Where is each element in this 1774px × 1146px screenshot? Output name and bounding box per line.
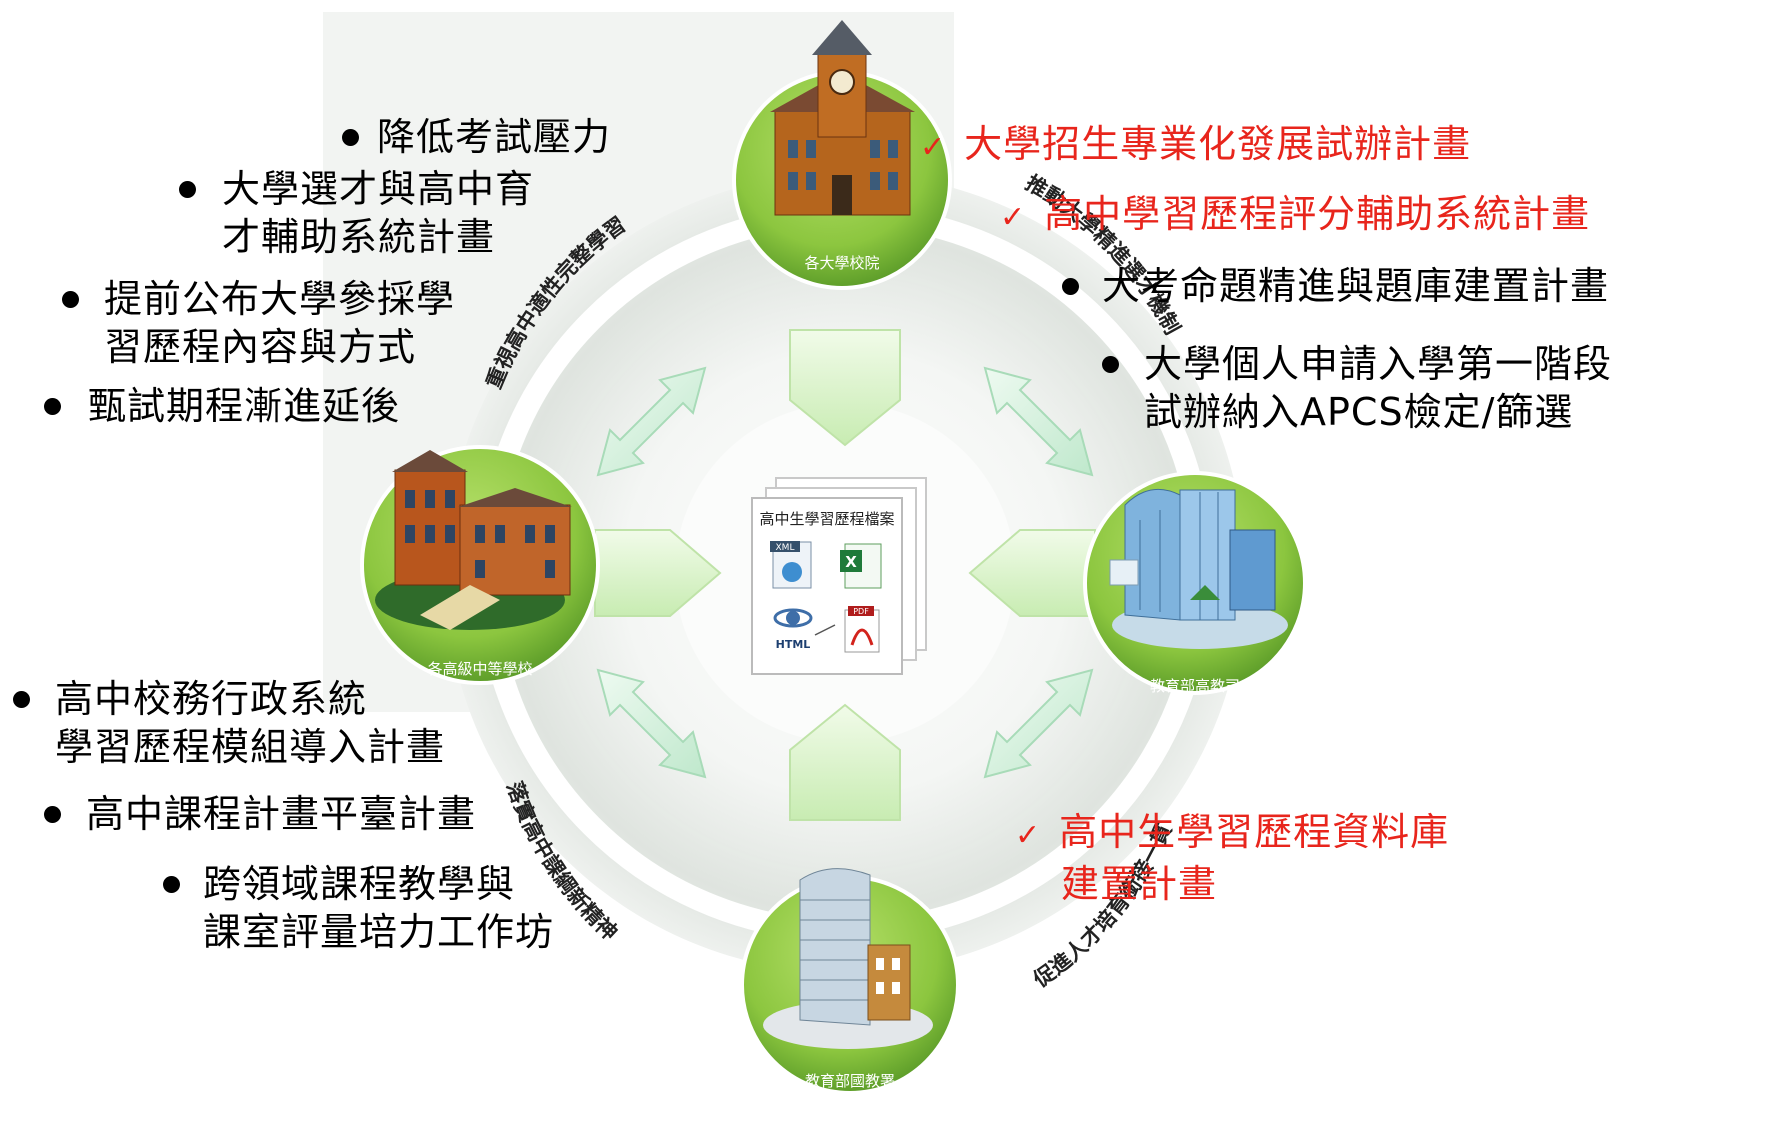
- html-icon: HTML: [773, 608, 813, 651]
- block-left: [594, 529, 722, 617]
- double-arrow-top-left: [596, 366, 707, 477]
- bullet-curriculum-platform: 高中課程計畫平臺計畫: [44, 790, 476, 838]
- node-high-schools: 各高級中等學校: [360, 445, 600, 685]
- svg-text:XML: XML: [776, 543, 795, 553]
- node-k12-administration: 教育部國教署: [740, 868, 960, 1095]
- excel-icon: X: [840, 543, 882, 589]
- check-admissions-pilot: ✓大學招生專業化發展試辦計畫: [920, 122, 1472, 166]
- bullet-dot: [1102, 356, 1119, 373]
- bullet-cross-domain-workshop: 跨領域課程教學與 課室評量培力工作坊: [163, 860, 554, 956]
- bullet-exam-question-bank: 大考命題精進與題庫建置計畫: [1062, 262, 1609, 310]
- pdf-icon: PDF: [844, 606, 880, 653]
- bullet-school-admin-system: 高中校務行政系統 學習歷程模組導入計畫: [13, 675, 445, 771]
- double-arrow-bottom-left: [596, 668, 707, 779]
- node-label-bottom: 教育部國教署: [805, 1072, 895, 1090]
- university-building-icon: [770, 20, 915, 216]
- node-label-top: 各大學校院: [804, 254, 879, 272]
- bullet-dot: [44, 398, 61, 415]
- bullet-dot: [44, 806, 61, 823]
- bullet-dot: [179, 181, 196, 198]
- bullet-apcs-pilot: 大學個人申請入學第一階段 試辦納入APCS檢定/篩選: [1102, 340, 1612, 436]
- check-portfolio-database: ✓高中生學習歷程資料庫 建置計畫: [1015, 810, 1450, 906]
- high-school-building-icon: [375, 450, 572, 630]
- bullet-reduce-exam-pressure: 降低考試壓力: [342, 113, 611, 161]
- svg-text:HTML: HTML: [776, 638, 811, 651]
- bullet-dot: [163, 876, 180, 893]
- svg-text:X: X: [845, 553, 857, 571]
- bullet-dot: [13, 691, 30, 708]
- node-label-left: 各高級中等學校: [427, 660, 532, 678]
- xml-icon: XML: [770, 541, 812, 589]
- office-building-icon: [1109, 488, 1288, 649]
- bullet-delay-schedule: 甄試期程漸進延後: [44, 382, 400, 430]
- check-icon: ✓: [920, 130, 947, 165]
- check-icon: ✓: [1015, 818, 1042, 853]
- svg-text:PDF: PDF: [853, 607, 869, 616]
- bullet-announce-portfolio-criteria: 提前公布大學參採學 習歷程內容與方式: [62, 275, 455, 371]
- tower-building-icon: [763, 868, 933, 1049]
- bullet-dot: [62, 291, 79, 308]
- node-higher-education-dept: 教育部高教司: [1083, 471, 1307, 695]
- node-label-right: 教育部高教司: [1150, 677, 1240, 695]
- bullet-selection-assist-system: 大學選才與高中育 才輔助系統計畫: [179, 165, 534, 261]
- block-top: [789, 329, 901, 447]
- double-arrow-bottom-right: [983, 668, 1094, 779]
- connector-line: [814, 624, 836, 636]
- center-title: 高中生學習歷程檔案: [759, 510, 894, 528]
- node-universities: 各大學校院: [732, 20, 952, 290]
- block-bottom: [789, 703, 901, 821]
- bullet-dot: [1062, 278, 1079, 295]
- double-arrow-top-right: [983, 366, 1094, 477]
- check-icon: ✓: [1000, 200, 1027, 235]
- bullet-dot: [342, 129, 359, 146]
- check-portfolio-scoring: ✓高中學習歷程評分輔助系統計畫: [1000, 192, 1591, 236]
